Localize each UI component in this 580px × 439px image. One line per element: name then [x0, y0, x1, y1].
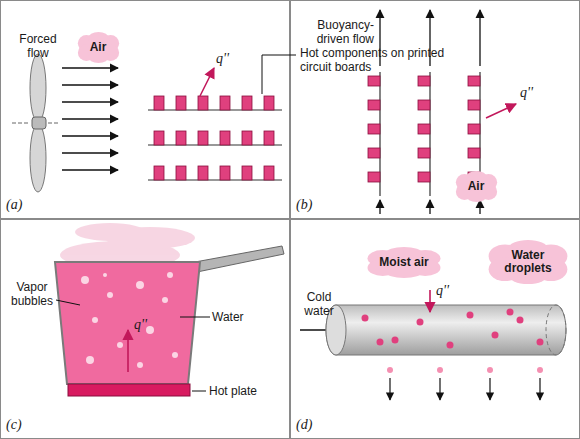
heat-flux-label: q'' [134, 318, 147, 332]
cloud-callout: Water droplets [487, 240, 569, 284]
leader-line [56, 300, 210, 391]
callout-label: Vapor bubbles [8, 280, 56, 308]
heat-flux-label: q'' [520, 86, 533, 100]
cloud-text-group: Moist air [379, 256, 428, 269]
callout-label: Hot components on printed circuit boards [300, 46, 450, 74]
water-droplets [362, 309, 544, 401]
cloud-callout: Air [455, 171, 498, 202]
panel-tag: (c) [6, 418, 22, 432]
cloud-text-group: Air [468, 180, 485, 193]
callout-label: Water [212, 310, 244, 324]
callout-label: Buoyancy-driven flow [300, 18, 374, 46]
pot-with-water [55, 262, 200, 384]
flow-arrows [380, 10, 480, 214]
fan [12, 54, 60, 192]
cloud-callout: Air [77, 32, 120, 63]
panel-tag: (d) [296, 418, 312, 432]
cloud-callout: Moist air [366, 247, 442, 278]
circuit-boards [368, 72, 480, 196]
panel-tag: (a) [6, 198, 22, 212]
pot-handle [195, 246, 284, 272]
heat-flux-arrow [486, 104, 516, 118]
heat-flux-label: q'' [216, 52, 229, 66]
cloud-text: Air [468, 180, 485, 193]
heat-flux-arrow [127, 330, 129, 372]
heat-flux-label: q'' [436, 284, 449, 298]
vapor-bubbles [81, 272, 178, 368]
tube [326, 305, 566, 355]
cloud-text: Moist air [379, 256, 428, 269]
callout-label: Cold water [296, 290, 342, 318]
cloud-text: Air [90, 41, 107, 54]
circuit-boards [148, 96, 282, 180]
cloud-text-group: Water droplets [500, 249, 556, 275]
heat-flux-arrow [200, 68, 214, 96]
callout-label: Hot plate [209, 384, 257, 398]
tube-end [546, 305, 566, 355]
heat-flux-arrow [429, 290, 431, 312]
hot-plate [68, 384, 190, 396]
panel-tag: (b) [296, 198, 312, 212]
flow-arrows [62, 68, 118, 170]
cloud-text: Water droplets [500, 249, 556, 275]
callout-label: Forced flow [10, 32, 66, 60]
leader-line [262, 55, 296, 94]
cloud-text-group: Air [90, 41, 107, 54]
